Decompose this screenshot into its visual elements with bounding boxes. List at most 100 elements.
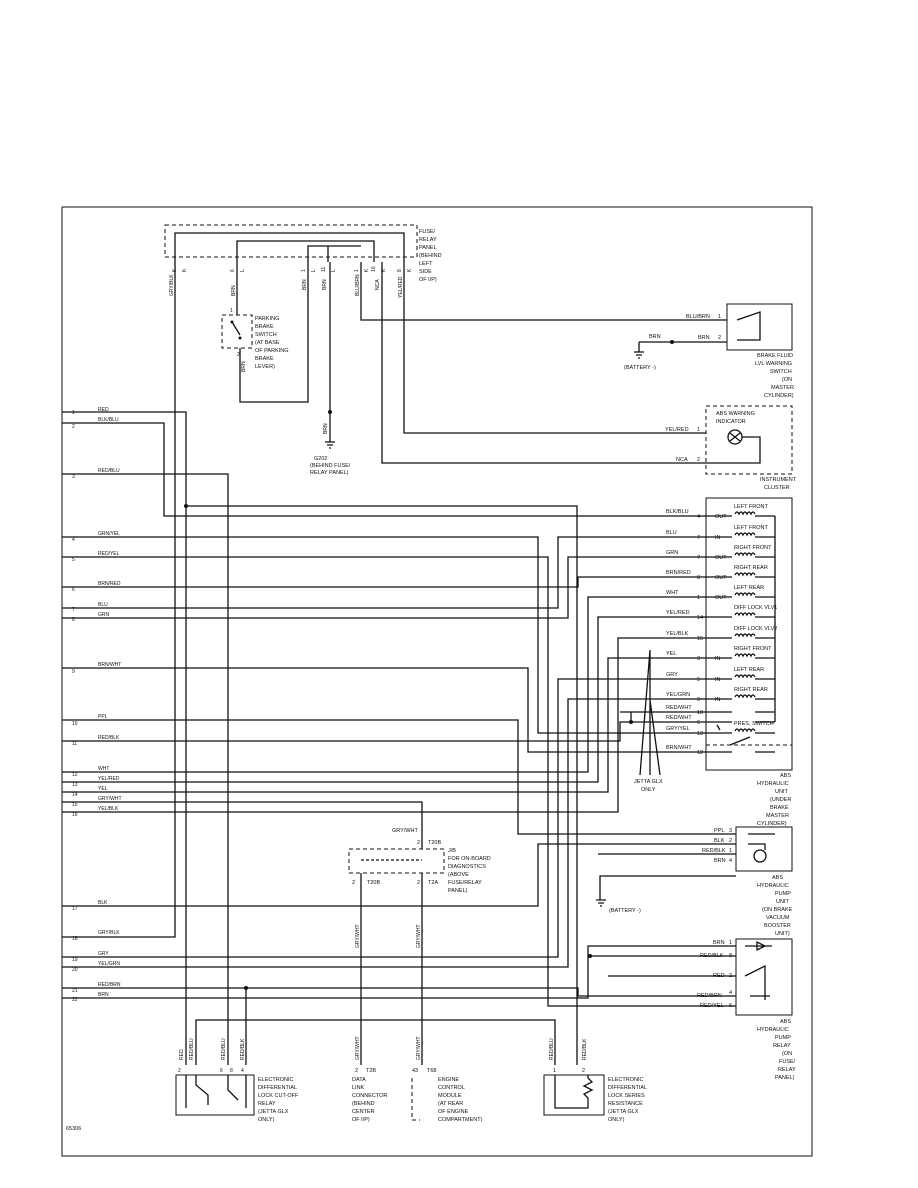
hyd-label-6: CYLINDER) [757,821,787,827]
jb-label-5: PANEL) [448,888,468,894]
lc-num-5: 5 [72,557,75,563]
pump-pin-3: 4 [729,858,732,864]
bfs-label-2: SWITCH [770,369,792,375]
lc-wire-21: RED/BRN [98,982,121,988]
lc-num-13: 13 [72,782,78,788]
relay-label-0: ABS [780,1019,791,1025]
lcr-pin-1: 6 [220,1068,223,1074]
lc-num-17: 17 [72,906,78,912]
lsr-pin-0: 1 [553,1068,556,1074]
hyd-row-wire: GRN [666,550,678,556]
pump-label-1: HYDRAULIC [757,883,789,889]
fuse-wire-6: YEL/RED [398,276,404,298]
lc-num-20: 20 [72,967,78,973]
jb-label-0: J/B [448,848,456,854]
hyd-row-dir: OUT [715,555,727,561]
lc-wire-11: RED/BLK [98,735,120,741]
lsr-wire-0: RED/BLU [549,1038,555,1060]
hyd-row-wire: BLU [666,530,677,536]
parking-label-2: SWITCH [255,332,277,338]
jb-left-pin: 2 [352,880,355,886]
hyd-row-wire: RED/WHT [666,705,692,711]
ic-pin-2: 2 [697,457,700,463]
pump-pin-0: 3 [729,828,732,834]
pump-label-4: (ON BRAKE [762,907,793,913]
fuse-pin-10: 10 [371,266,377,272]
fuse-relay-panel: FUSE/ RELAY PANEL (BEHIND LEFT SIDE OF I… [164,224,442,298]
g202-label-0: G202 [314,456,327,462]
parking-label-6: LEVER) [255,364,275,370]
lc-wire-14: YEL [98,786,108,792]
hyd-valve-coil [734,612,756,617]
lc-wire-9: BRN/WHT [98,662,121,668]
ecm-label-0: ENGINE [438,1077,459,1083]
fuse-pin-11: K [381,268,387,272]
fuse-panel-label-1: RELAY [419,237,437,243]
lcr-label-3: RELAY [258,1101,276,1107]
dl-label-1: LINK [352,1085,365,1091]
hyd-row-pin: 9 [697,697,700,703]
bfs-label-5: CYLINDER) [764,393,794,399]
relay-wire-3: RED/BRN [697,993,722,999]
lc-wire-22: BRN [98,992,109,998]
lc-num-10: 10 [72,721,78,727]
lc-num-4: 4 [72,537,75,543]
lcr-label-0: ELECTRONIC [258,1077,293,1083]
hyd-row-pin: 3 [697,656,700,662]
pump-wire-3: BRN [714,858,726,864]
hyd-row-pin: 7 [697,535,700,541]
lsr-pin-1: 2 [582,1068,585,1074]
lc-wire-19: GRY [98,951,109,957]
ecm-pin: 43 [412,1068,418,1074]
pump-pin-2: 1 [729,848,732,854]
bfs-label-3: (ON [782,377,792,383]
lc-wire-20: YEL/GRN [98,961,120,967]
ic-label-0: INSTRUMENT [760,477,797,483]
hyd-row-valve: RIGHT FRONT [734,545,772,551]
fuse-pin-9: K [364,268,370,272]
hyd-valve-coil [734,592,756,597]
abs-pump-relay: BRN 1 RED/BLK 8 RED 2 RED/BRN 4 RED/YEL … [697,938,796,1081]
relay-wire-2: RED [713,973,725,979]
relay-wire-0: BRN [713,940,725,946]
hyd-row-wire: YEL/GRN [666,692,690,698]
hyd-valve-coil [734,511,756,516]
lc-wire-4: GRN/YEL [98,531,120,537]
fuse-wire-1: BRN [231,285,237,296]
bfs-battery: (BATTERY -) [624,365,656,371]
hyd-label-1: HYDRAULIC [757,781,789,787]
dl-wire: GRY/WHT [355,1036,361,1060]
hyd-row-wire: GRY/YEL [666,726,690,732]
fuse-pin-13: K [407,268,413,272]
lc-num-6: 6 [72,587,75,593]
fuse-pin-12: 8 [397,269,403,272]
lc-wire-5: RED/YEL [98,551,120,557]
pump-wire-0: PPL [714,828,724,834]
lcr-pin-2: 8 [230,1068,233,1074]
hyd-valve-coil [734,572,756,577]
fuse-panel-label-2: PANEL [419,245,437,251]
harness-wires [62,411,736,1065]
lc-wire-16: YEL/BLK [98,806,119,812]
pump-label-5: VACUUM [766,915,790,921]
lc-num-7: 7 [72,607,75,613]
hyd-label-2: UNIT [775,789,788,795]
ic-indicator-1: INDICATOR [716,419,746,425]
hyd-label-4: BRAKE [770,805,789,811]
pump-label-2: PUMP [775,891,791,897]
lc-wire-15: GRY/WHT [98,796,122,802]
hyd-row-valve: RIGHT REAR [734,565,768,571]
jb-left-conn: T20B [367,880,380,886]
bfs-wire-1: BLU/BRN [686,314,710,320]
jb-right-pin: 2 [417,880,420,886]
fuse-pin-4: 1 [301,269,307,272]
parking-label-4: OF PARKING [255,348,289,354]
fuse-wire-4: BLU/BRN [355,274,361,296]
relay-label-7: PANEL) [775,1075,795,1081]
parking-pin-2: 2 [237,352,240,358]
hyd-row-valve: LEFT FRONT [734,504,768,510]
dl-label-2: CONNECTOR [352,1093,387,1099]
lc-num-19: 19 [72,957,78,963]
ecm-label-2: MODULE [438,1093,462,1099]
